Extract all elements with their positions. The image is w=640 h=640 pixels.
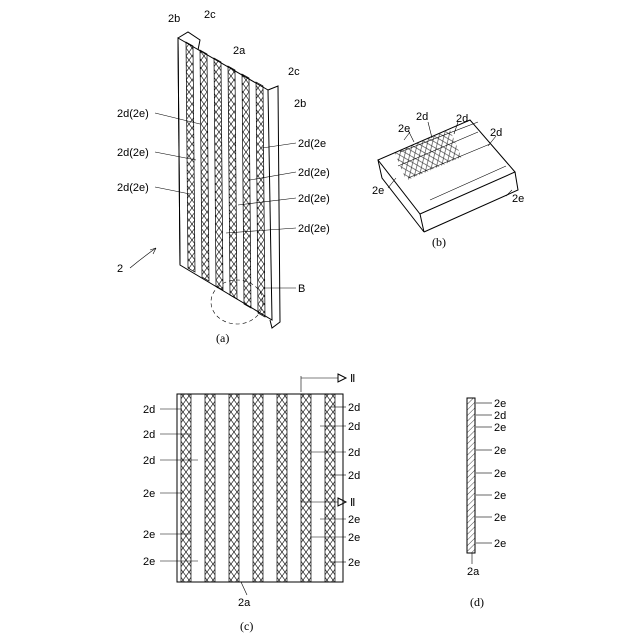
label-right-4: 2d(2e) xyxy=(298,223,330,235)
label-b-2d-3: 2d xyxy=(490,127,502,139)
figure-d: 2e2d2e2e2e2e2e2e 2a (d) xyxy=(467,398,506,609)
label-left-3: 2d(2e) xyxy=(117,182,149,194)
label-d: 2e xyxy=(494,468,506,480)
label-c-right: 2d xyxy=(348,402,360,414)
label-2a: 2a xyxy=(233,45,246,57)
label-ref-2: 2 xyxy=(117,263,123,275)
section-label-bottom: Ⅱ xyxy=(350,497,355,509)
label-c-left: 2d xyxy=(143,429,155,441)
groove-c xyxy=(325,394,335,582)
label-d: 2e xyxy=(494,490,506,502)
label-b-2d-2: 2d xyxy=(456,113,468,125)
figure-c: Ⅱ Ⅱ 2d 2d 2d 2e 2e 2e 2d 2d 2d 2d 2e 2e 2e 2a (c) xyxy=(143,373,360,633)
label-b-2d-1: 2d xyxy=(416,111,428,123)
groove-a xyxy=(228,66,237,299)
label-2b-right: 2b xyxy=(294,98,306,110)
label-d: 2d xyxy=(494,410,506,422)
figure-b: 2d 2d 2d 2e 2e 2e (b) xyxy=(372,111,524,249)
caption-c: (c) xyxy=(240,619,253,633)
groove-c xyxy=(301,394,311,582)
label-d: 2e xyxy=(494,445,506,457)
label-d: 2e xyxy=(494,398,506,410)
groove-pattern-b xyxy=(395,129,462,180)
label-c-left: 2e xyxy=(143,556,155,568)
groove-a xyxy=(256,82,265,317)
label-d: 2e xyxy=(494,512,506,524)
label-b-2e-2: 2e xyxy=(372,185,384,197)
label-b-2e-3: 2e xyxy=(512,193,524,205)
label-c-right: 2d xyxy=(348,470,360,482)
label-left-1: 2d(2e) xyxy=(117,108,149,120)
label-right-3: 2d(2e) xyxy=(298,193,330,205)
grooves-c xyxy=(181,394,335,582)
groove-c xyxy=(181,394,191,582)
caption-d: (d) xyxy=(470,595,484,609)
label-c-left: 2e xyxy=(143,529,155,541)
caption-b: (b) xyxy=(432,235,446,249)
label-d-2a: 2a xyxy=(467,566,480,578)
label-right-2: 2d(2e) xyxy=(298,167,330,179)
label-d: 2e xyxy=(494,422,506,434)
label-2c-top: 2c xyxy=(204,9,216,21)
label-2c-right: 2c xyxy=(288,66,300,78)
section-label-top: Ⅱ xyxy=(350,373,355,385)
groove-c xyxy=(277,394,287,582)
label-c-right: 2e xyxy=(348,514,360,526)
label-c-left: 2d xyxy=(143,455,155,467)
groove-a xyxy=(214,58,223,290)
section-d xyxy=(467,398,475,553)
labels-d: 2e2d2e2e2e2e2e2e xyxy=(476,398,506,550)
label-c-right: 2d xyxy=(348,447,360,459)
label-c-left: 2e xyxy=(143,488,155,500)
groove-c xyxy=(229,394,239,582)
label-c-2a: 2a xyxy=(238,597,251,609)
groove-a xyxy=(186,42,195,272)
label-right-1: 2d(2e xyxy=(298,138,326,150)
caption-a: (a) xyxy=(216,331,229,345)
label-c-left: 2d xyxy=(143,404,155,416)
label-2b-top: 2b xyxy=(168,13,180,25)
label-left-2: 2d(2e) xyxy=(117,147,149,159)
groove-c xyxy=(253,394,263,582)
label-c-right: 2e xyxy=(348,557,360,569)
groove-a xyxy=(242,74,251,308)
groove-a xyxy=(200,50,209,281)
label-d: 2e xyxy=(494,538,506,550)
figure-a: 2b 2c 2a 2c 2b 2d(2e) 2d(2e) 2d(2e) 2d(2… xyxy=(117,9,330,345)
label-b: B xyxy=(298,283,305,295)
label-b-2e-1: 2e xyxy=(398,123,410,135)
label-c-right: 2d xyxy=(348,421,360,433)
label-c-right: 2e xyxy=(348,532,360,544)
groove-c xyxy=(205,394,215,582)
